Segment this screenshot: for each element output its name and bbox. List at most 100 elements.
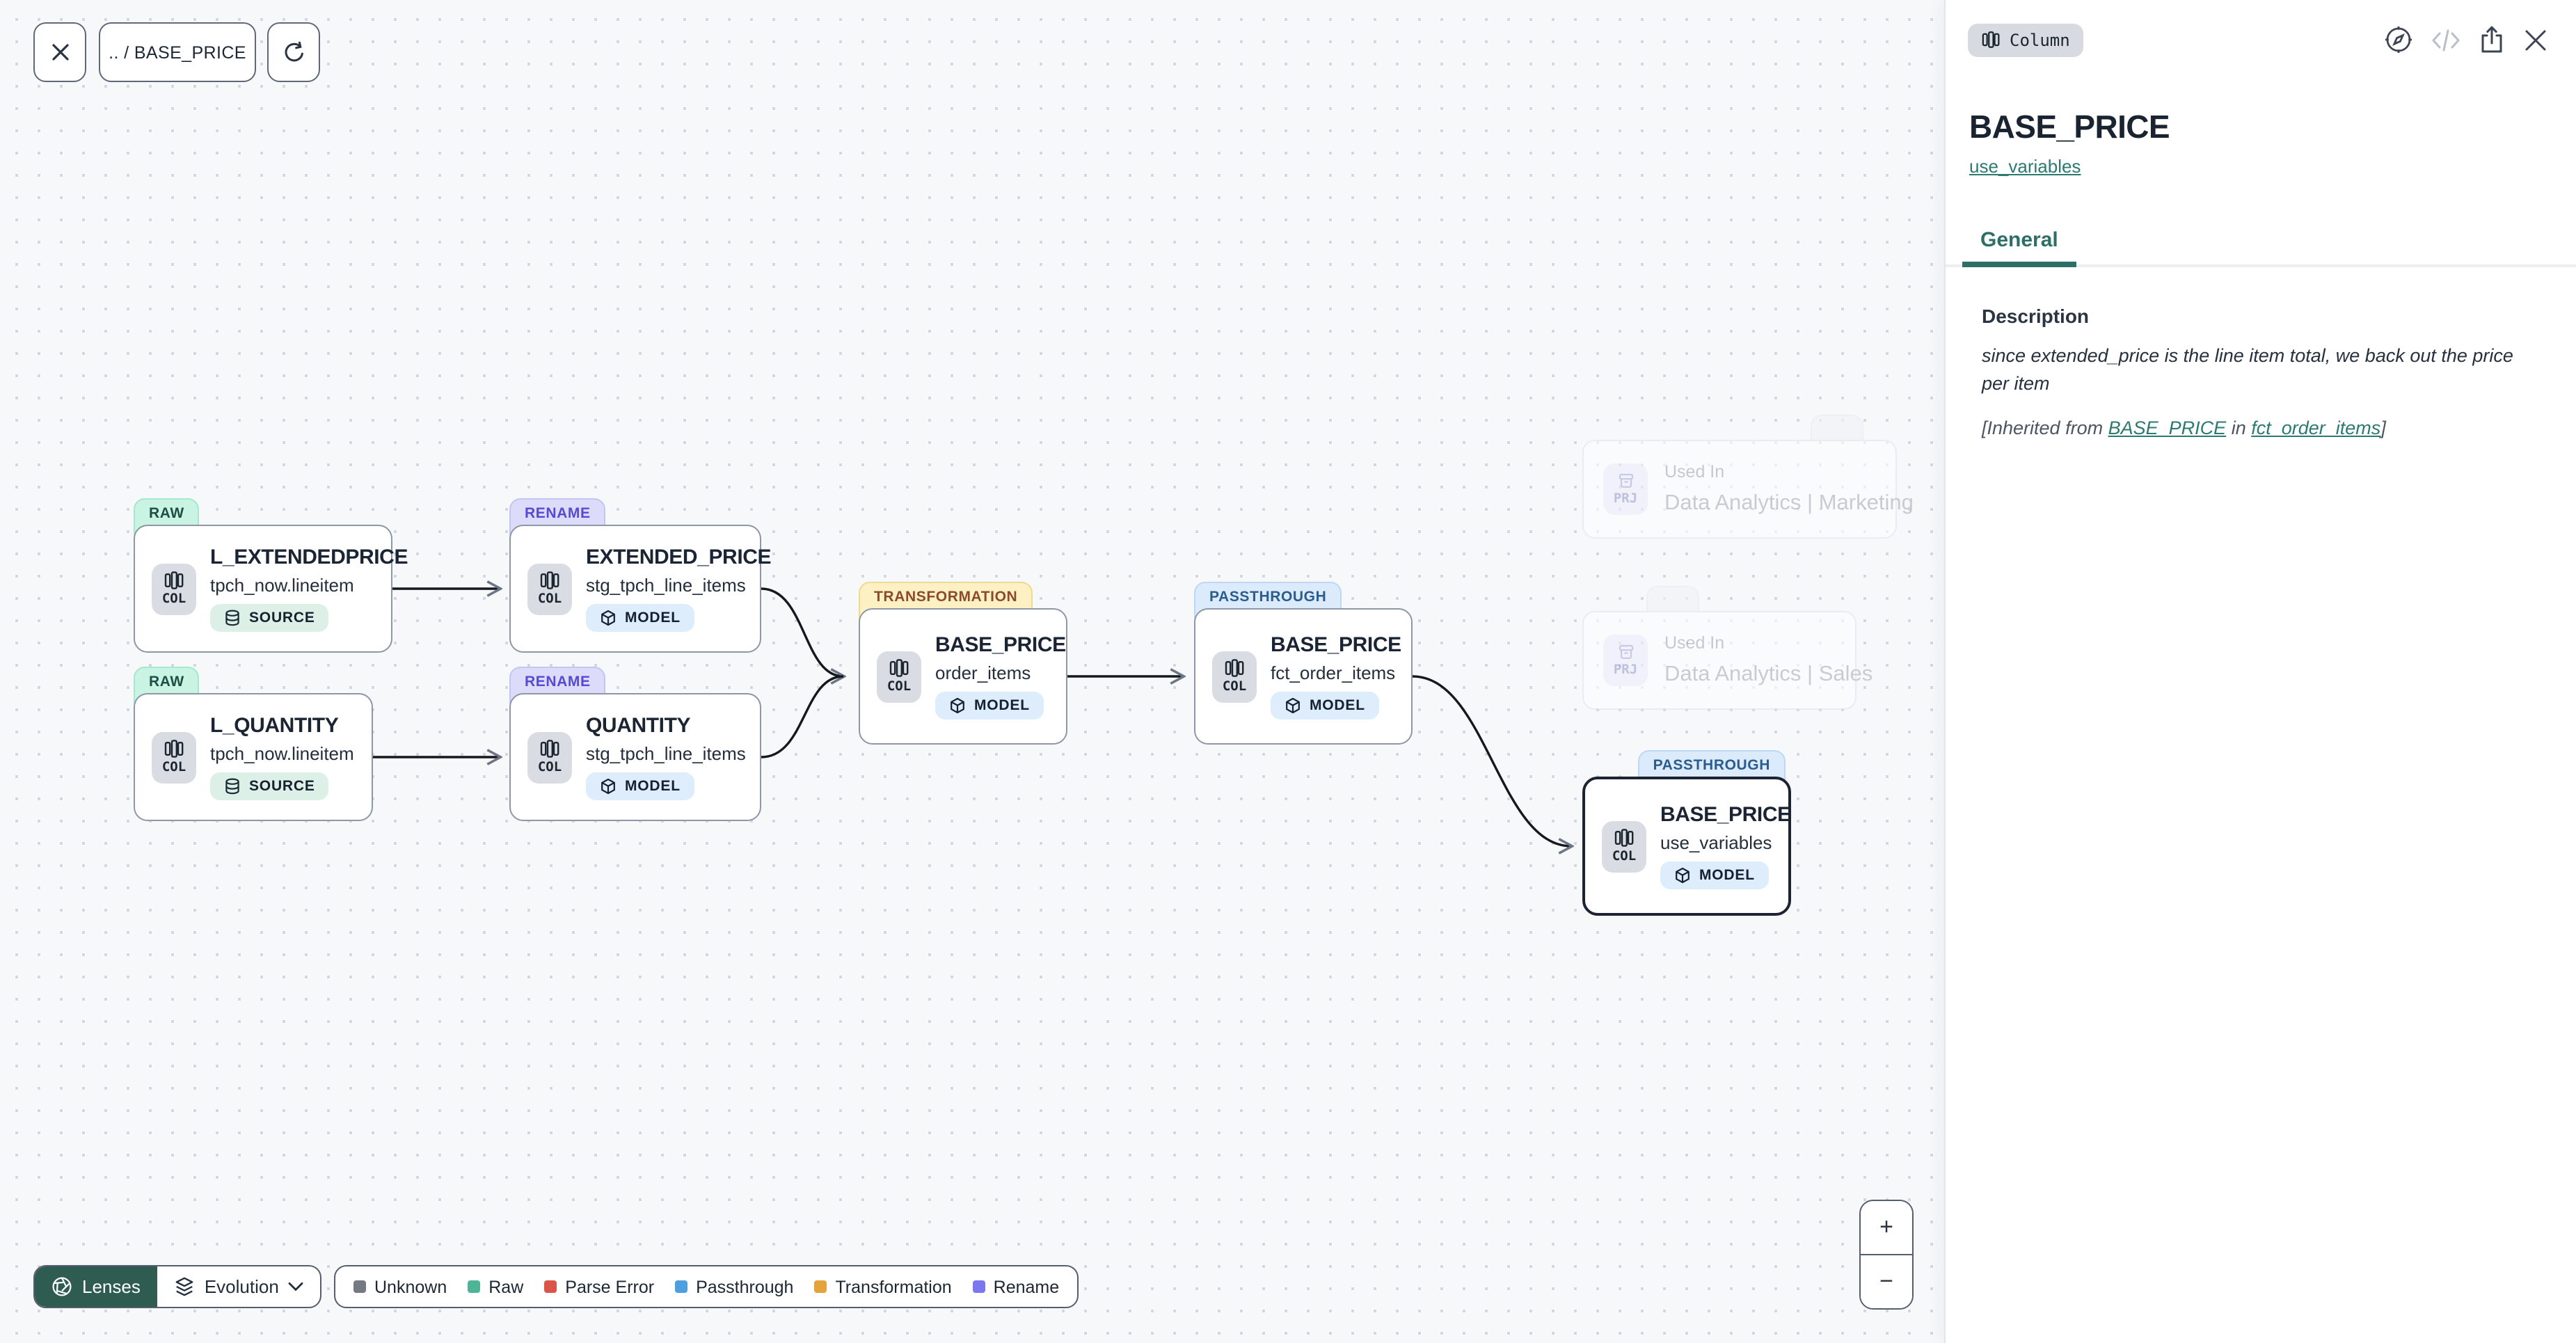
close-panel-icon[interactable] bbox=[2523, 27, 2548, 52]
node-title: BASE_PRICE bbox=[1271, 633, 1401, 657]
ghost-node-used-in-marketing[interactable]: PRJ Used In Data Analytics | Marketing bbox=[1582, 415, 1914, 539]
columns-icon bbox=[540, 571, 559, 589]
columns-icon bbox=[540, 740, 559, 758]
details-panel-header: Column bbox=[1946, 0, 2576, 79]
lineage-canvas[interactable]: .. / BASE_PRICE RAW COL L_EXTENDEDPRICE bbox=[0, 0, 1944, 1343]
columns-icon bbox=[164, 571, 184, 589]
node-title: BASE_PRICE bbox=[1660, 803, 1791, 827]
code-icon[interactable] bbox=[2431, 27, 2460, 52]
lenses-control: Lenses Evolution bbox=[33, 1265, 322, 1308]
ghost-used-in-label: Used In bbox=[1664, 633, 1725, 653]
archive-icon bbox=[1618, 644, 1633, 659]
node-title: L_QUANTITY bbox=[210, 714, 339, 738]
ghost-node-used-in-sales[interactable]: PRJ Used In Data Analytics | Sales bbox=[1582, 586, 1873, 710]
inherited-note: [Inherited from BASE_PRICE in fct_order_… bbox=[1982, 417, 2386, 438]
column-kind-badge: COL bbox=[152, 563, 196, 614]
legend-color-chip bbox=[814, 1280, 827, 1293]
chevron-down-icon bbox=[289, 1282, 304, 1292]
lineage-node-l-extendedprice[interactable]: COL L_EXTENDEDPRICE tpch_now.lineitem SO… bbox=[134, 525, 408, 653]
lens-legend: Unknown Raw Parse Error Passthrough Tran… bbox=[334, 1265, 1079, 1308]
node-title: QUANTITY bbox=[586, 714, 691, 738]
model-link[interactable]: use_variables bbox=[1969, 156, 2081, 177]
database-icon bbox=[225, 778, 239, 795]
panel-title: BASE_PRICE bbox=[1969, 109, 2170, 145]
model-badge: MODEL bbox=[935, 692, 1044, 720]
legend-color-chip bbox=[544, 1280, 557, 1293]
cube-icon bbox=[601, 778, 615, 795]
node-title: BASE_PRICE bbox=[935, 633, 1066, 657]
general-section: Description since extended_price is the … bbox=[1946, 267, 2576, 438]
cube-icon bbox=[951, 697, 964, 714]
lineage-node-quantity[interactable]: COL QUANTITY stg_tpch_line_items MODEL bbox=[509, 693, 761, 821]
columns-icon bbox=[1982, 31, 2000, 48]
panel-tabs: General bbox=[1946, 217, 2576, 267]
legend-item: Unknown bbox=[353, 1277, 447, 1296]
node-subtitle: tpch_now.lineitem bbox=[210, 743, 354, 764]
database-icon bbox=[225, 610, 239, 626]
columns-icon bbox=[1614, 829, 1634, 847]
source-badge: SOURCE bbox=[210, 772, 329, 800]
zoom-controls: + − bbox=[1859, 1200, 1914, 1310]
breadcrumb[interactable]: .. / BASE_PRICE bbox=[99, 22, 256, 82]
inherited-column-link[interactable]: BASE_PRICE bbox=[2108, 417, 2227, 438]
node-title: L_EXTENDEDPRICE bbox=[210, 546, 408, 569]
column-kind-badge: COL bbox=[1602, 820, 1646, 872]
archive-icon bbox=[1618, 473, 1633, 488]
project-kind-badge: PRJ bbox=[1603, 463, 1648, 515]
explore-compass-icon[interactable] bbox=[2384, 25, 2413, 54]
node-subtitle: stg_tpch_line_items bbox=[586, 575, 746, 596]
refresh-button[interactable] bbox=[267, 22, 320, 82]
lineage-node-extended-price[interactable]: COL EXTENDED_PRICE stg_tpch_line_items M… bbox=[509, 525, 772, 653]
cube-icon bbox=[1286, 697, 1300, 714]
refresh-icon bbox=[284, 41, 303, 62]
layers-icon bbox=[175, 1277, 193, 1296]
legend-color-chip bbox=[972, 1280, 985, 1293]
inherited-model-link[interactable]: fct_order_items bbox=[2251, 417, 2381, 438]
node-subtitle: tpch_now.lineitem bbox=[210, 575, 354, 596]
node-subtitle: stg_tpch_line_items bbox=[586, 743, 746, 764]
legend-item: Parse Error bbox=[544, 1277, 654, 1296]
lens-selector-dropdown[interactable]: Evolution bbox=[157, 1266, 321, 1307]
description-body: since extended_price is the line item to… bbox=[1982, 345, 2513, 395]
lineage-node-base-price-use-variables[interactable]: COL BASE_PRICE use_variables MODEL bbox=[1582, 777, 1791, 916]
column-kind-badge: COL bbox=[527, 563, 572, 614]
zoom-out-button[interactable]: − bbox=[1861, 1255, 1912, 1308]
cube-icon bbox=[601, 610, 615, 626]
lenses-button[interactable]: Lenses bbox=[35, 1266, 157, 1307]
legend-color-chip bbox=[353, 1280, 366, 1293]
share-icon[interactable] bbox=[2479, 25, 2505, 54]
cube-icon bbox=[1676, 867, 1689, 884]
breadcrumb-label: .. / BASE_PRICE bbox=[109, 42, 246, 62]
model-badge: MODEL bbox=[586, 772, 694, 800]
details-panel: Column BASE_P bbox=[1944, 0, 2576, 1343]
node-subtitle: use_variables bbox=[1660, 832, 1772, 853]
legend-color-chip bbox=[675, 1280, 688, 1293]
legend-item: Transformation bbox=[814, 1277, 952, 1296]
node-title: EXTENDED_PRICE bbox=[586, 546, 772, 569]
model-badge: MODEL bbox=[1271, 692, 1379, 720]
legend-item: Rename bbox=[972, 1277, 1059, 1296]
node-subtitle: fct_order_items bbox=[1271, 662, 1396, 683]
close-graph-button[interactable] bbox=[33, 22, 86, 82]
lineage-edges bbox=[373, 0, 1944, 1343]
column-kind-badge: COL bbox=[1212, 651, 1257, 702]
legend-item: Raw bbox=[468, 1277, 523, 1296]
source-badge: SOURCE bbox=[210, 604, 329, 632]
lineage-node-l-quantity[interactable]: COL L_QUANTITY tpch_now.lineitem SOURCE bbox=[134, 693, 373, 821]
node-subtitle: order_items bbox=[935, 662, 1031, 683]
ghost-used-in-label: Used In bbox=[1664, 462, 1725, 482]
model-badge: MODEL bbox=[586, 604, 694, 632]
lineage-node-base-price-order-items[interactable]: COL BASE_PRICE order_items MODEL bbox=[859, 608, 1067, 745]
lineage-node-base-price-fct-order-items[interactable]: COL BASE_PRICE fct_order_items MODEL bbox=[1194, 608, 1413, 745]
tab-general[interactable]: General bbox=[1962, 217, 2076, 267]
ghost-project-name: Data Analytics | Marketing bbox=[1664, 491, 1914, 515]
model-badge: MODEL bbox=[1660, 861, 1769, 889]
legend-color-chip bbox=[468, 1280, 481, 1293]
close-icon bbox=[51, 44, 68, 61]
columns-icon bbox=[164, 740, 184, 758]
description-label: Description bbox=[1982, 305, 2090, 327]
entity-type-badge: Column bbox=[1968, 23, 2084, 56]
zoom-in-button[interactable]: + bbox=[1861, 1201, 1912, 1255]
column-kind-badge: COL bbox=[152, 731, 196, 783]
